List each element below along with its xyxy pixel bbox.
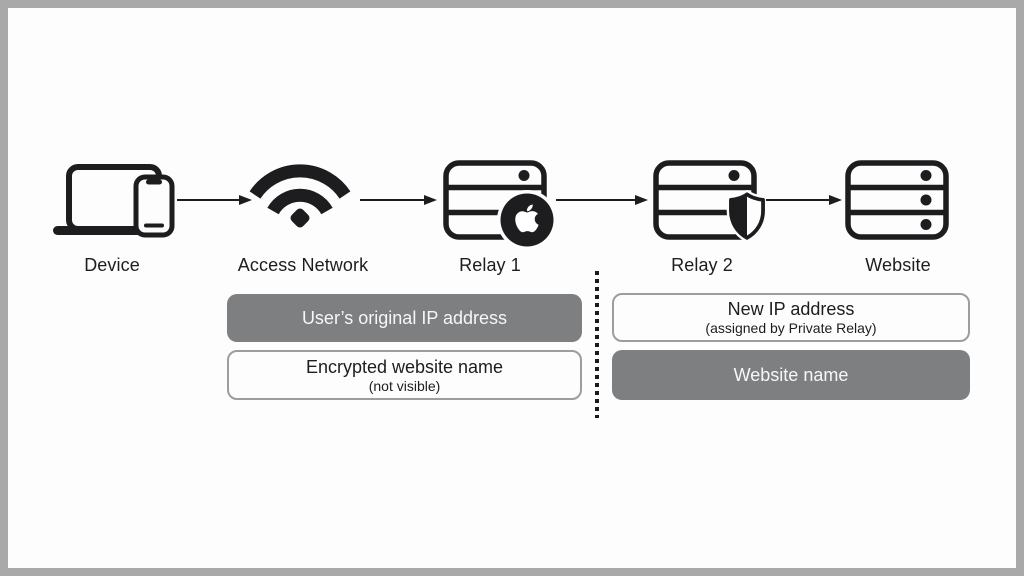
shield-badge-icon xyxy=(726,190,768,243)
arrow-head xyxy=(424,195,437,205)
device-icon xyxy=(53,164,175,238)
annotation-text: User’s original IP address xyxy=(301,307,508,328)
arrow-shaft xyxy=(177,198,239,202)
node-label-access-network: Access Network xyxy=(237,255,369,275)
node-label-relay-1: Relay 1 xyxy=(459,255,521,275)
node-label-website: Website xyxy=(865,255,931,275)
arrow-icon xyxy=(766,194,842,206)
arrow-head xyxy=(829,195,842,205)
annotation-encrypted-website-name: Encrypted website name (not visible) xyxy=(227,350,582,400)
apple-logo-badge-icon xyxy=(497,190,557,250)
arrow-icon xyxy=(556,194,648,206)
annotation-note: (not visible) xyxy=(368,377,441,394)
annotation-text: New IP address xyxy=(727,299,855,319)
arrow-head xyxy=(239,195,252,205)
arrow-icon xyxy=(177,194,252,206)
arrow-shaft xyxy=(556,198,635,202)
arrow-head xyxy=(635,195,648,205)
annotation-text: Website name xyxy=(733,364,849,385)
website-server-icon xyxy=(845,160,949,240)
arrow-icon xyxy=(360,194,437,206)
wifi-icon xyxy=(249,164,351,228)
annotation-user-original-ip: User’s original IP address xyxy=(227,294,582,342)
node-label-device: Device xyxy=(84,255,140,275)
annotation-website-name: Website name xyxy=(612,350,970,400)
dotted-divider xyxy=(595,271,599,418)
annotation-new-ip: New IP address (assigned by Private Rela… xyxy=(612,293,970,342)
node-label-relay-2: Relay 2 xyxy=(671,255,733,275)
annotation-note: (assigned by Private Relay) xyxy=(705,320,877,336)
arrow-shaft xyxy=(766,198,829,202)
arrow-shaft xyxy=(360,198,424,202)
annotation-text: Encrypted website name xyxy=(305,356,504,377)
